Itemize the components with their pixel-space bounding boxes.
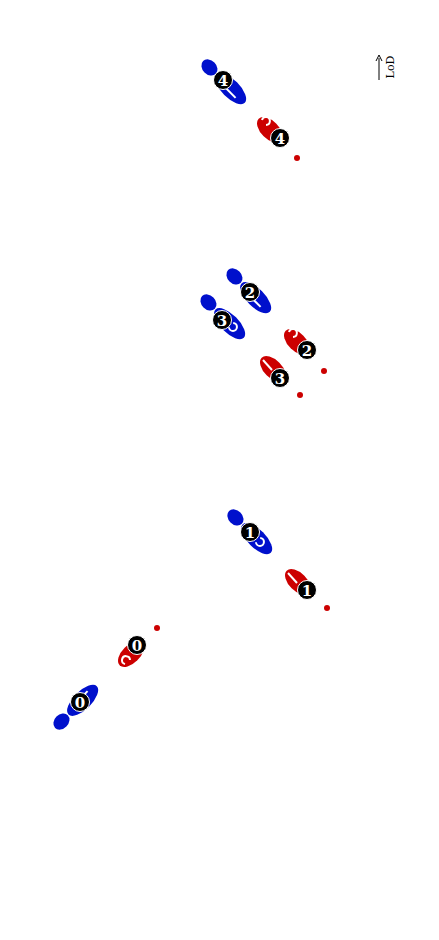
red-footprints: [113, 112, 330, 671]
callout-number: 3: [270, 368, 290, 388]
foot-marks: [122, 117, 297, 664]
callout-number: 3: [212, 310, 232, 330]
callout-number: 1: [297, 580, 317, 600]
callout-number: 0: [70, 692, 90, 712]
blue-footprints: [49, 55, 277, 735]
callout-number: 1: [240, 522, 260, 542]
lod-arrow: [376, 55, 382, 80]
callout-number: 4: [213, 70, 233, 90]
callout-number: 4: [270, 128, 290, 148]
direction-label: LoD: [384, 56, 397, 79]
callout-number: 2: [240, 282, 260, 302]
callout-number: 0: [127, 635, 147, 655]
callout-number: 2: [297, 340, 317, 360]
